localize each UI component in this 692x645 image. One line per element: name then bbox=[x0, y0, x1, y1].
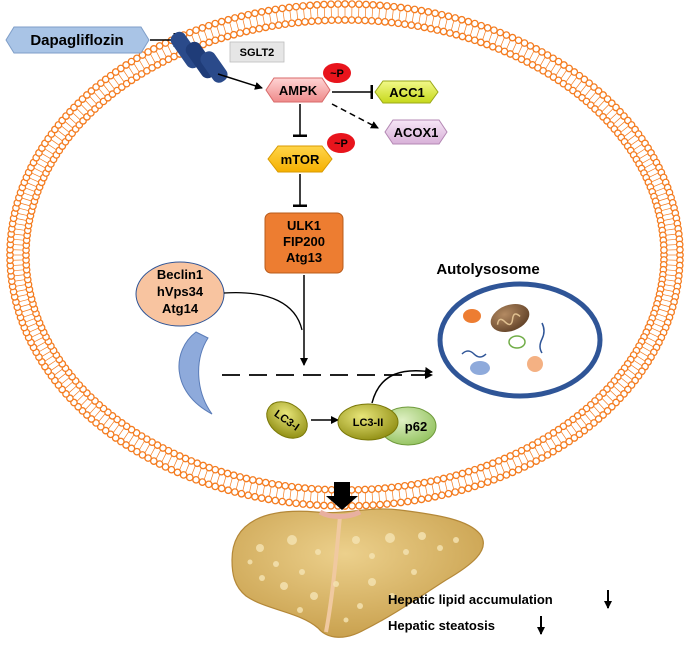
lc3-ii-label: LC3-II bbox=[353, 417, 384, 429]
mtor-phospho-badge: ~P bbox=[327, 133, 355, 153]
lc3-ii-to-autolysosome-arrow bbox=[371, 367, 433, 404]
beclin-complex-line-3: Atg14 bbox=[162, 301, 199, 316]
ulk-complex-line-2: FIP200 bbox=[283, 234, 325, 249]
liver-lipid-droplets bbox=[247, 532, 459, 623]
ulk-complex-line-3: Atg13 bbox=[286, 250, 322, 265]
mtor-label: mTOR bbox=[281, 152, 320, 167]
liver-illustration bbox=[231, 508, 484, 638]
autolysosome bbox=[437, 281, 603, 399]
ampk-to-acox1-arrow bbox=[331, 103, 379, 129]
outcome-text-1: Hepatic lipid accumulation bbox=[388, 592, 553, 607]
sglt2-to-ampk-arrow bbox=[217, 73, 263, 90]
acox1-node: ACOX1 bbox=[384, 119, 448, 145]
ampk-phospho-label: ~P bbox=[330, 68, 344, 80]
dapagliflozin-label: Dapagliflozin bbox=[30, 32, 123, 49]
ampk-label: AMPK bbox=[279, 83, 318, 98]
acox1-label: ACOX1 bbox=[394, 125, 439, 140]
lc3-i-node: LC3-I bbox=[266, 401, 308, 439]
mitochondrion bbox=[490, 303, 530, 333]
ulk-complex-node: ULK1 FIP200 Atg13 bbox=[264, 212, 344, 274]
beclin-to-autophagy-connector bbox=[223, 291, 303, 331]
phagophore-crescent bbox=[178, 331, 213, 415]
cell-membrane bbox=[6, 0, 684, 510]
autolysosome-cargo-green bbox=[508, 335, 526, 349]
acc1-node: ACC1 bbox=[374, 80, 439, 104]
autolysosome-cargo-blue bbox=[470, 361, 490, 375]
sglt2-label: SGLT2 bbox=[240, 47, 275, 59]
dapagliflozin-node: Dapagliflozin bbox=[5, 26, 150, 54]
mtor-node: mTOR bbox=[267, 145, 333, 173]
mtor-phospho-label: ~P bbox=[334, 138, 348, 150]
ulk-complex-line-1: ULK1 bbox=[287, 218, 321, 233]
outcome-text-2: Hepatic steatosis bbox=[388, 618, 495, 633]
beclin-complex-line-2: hVps34 bbox=[157, 284, 204, 299]
acc1-label: ACC1 bbox=[389, 85, 424, 100]
beclin-complex-node: Beclin1 hVps34 Atg14 bbox=[135, 261, 225, 327]
sglt2-label-box: SGLT2 bbox=[229, 41, 285, 63]
autolysosome-cargo-orange bbox=[463, 309, 481, 323]
ampk-node: AMPK bbox=[265, 77, 331, 103]
p62-label: p62 bbox=[405, 419, 427, 434]
ampk-phospho-badge: ~P bbox=[323, 63, 351, 83]
autolysosome-label: Autolysosome bbox=[436, 261, 539, 278]
beclin-complex-line-1: Beclin1 bbox=[157, 267, 203, 282]
autolysosome-cargo-peach bbox=[527, 356, 543, 372]
lc3-ii-node: LC3-II bbox=[337, 403, 399, 441]
